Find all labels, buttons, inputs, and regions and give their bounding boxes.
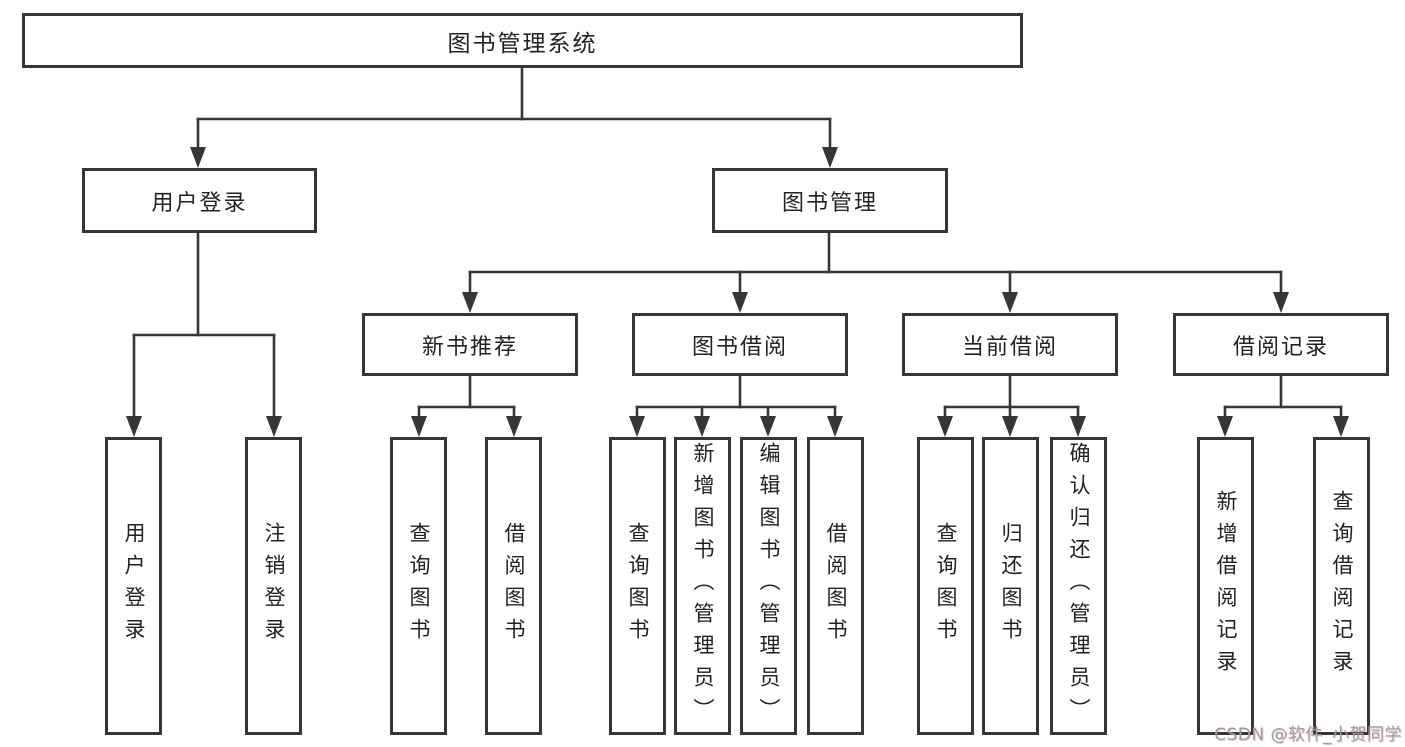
node-label: 图书管理系统	[447, 30, 598, 57]
node-borrow-records: 借阅记录	[1173, 313, 1389, 376]
node-library-management-system: 图书管理系统	[22, 13, 1023, 68]
leaf-confirm-return-admin: 确认归还（管理员）	[1050, 437, 1107, 735]
node-label: 确认归还（管理员）	[1067, 442, 1091, 730]
leaf-edit-book-admin: 编辑图书（管理员）	[740, 437, 797, 735]
leaf-query-books-recommend: 查询图书	[390, 437, 447, 735]
node-book-management: 图书管理	[712, 168, 948, 233]
leaf-query-borrow-record: 查询借阅记录	[1313, 437, 1370, 735]
csdn-watermark: CSDN @软件_小贺同学	[1214, 725, 1402, 745]
leaf-add-borrow-record: 新增借阅记录	[1197, 437, 1254, 735]
leaf-add-book-admin: 新增图书（管理员）	[674, 437, 731, 735]
arrowhead-icons	[126, 147, 1349, 437]
node-label: 图书管理	[781, 190, 878, 216]
node-label: 当前借阅	[961, 334, 1058, 360]
node-label: 新增借阅记录	[1214, 490, 1238, 682]
node-book-borrowing: 图书借阅	[632, 313, 848, 376]
node-user-login-module: 用户登录	[82, 168, 317, 233]
node-label: 用户登录	[122, 522, 146, 650]
node-label: 查询图书	[407, 522, 431, 650]
leaf-logout: 注销登录	[245, 437, 302, 735]
node-current-borrowing: 当前借阅	[902, 313, 1118, 376]
node-label: 新书推荐	[421, 334, 518, 360]
node-label: 图书借阅	[691, 334, 788, 360]
node-label: 新增图书（管理员）	[691, 442, 715, 730]
node-label: 查询图书	[626, 522, 650, 650]
leaf-borrow-book: 借阅图书	[807, 437, 864, 735]
leaf-return-book: 归还图书	[982, 437, 1039, 735]
leaf-user-login: 用户登录	[105, 437, 162, 735]
node-label: 查询图书	[934, 522, 958, 650]
node-new-book-recommend: 新书推荐	[362, 313, 578, 376]
node-label: 归还图书	[999, 522, 1023, 650]
node-label: 借阅记录	[1232, 334, 1329, 360]
node-label: 注销登录	[262, 522, 286, 650]
leaf-query-books-borrowing: 查询图书	[609, 437, 666, 735]
node-label: 查询借阅记录	[1330, 490, 1354, 682]
node-label: 用户登录	[151, 190, 248, 216]
leaf-query-books-current: 查询图书	[917, 437, 974, 735]
node-label: 借阅图书	[502, 522, 526, 650]
leaf-borrow-books-recommend: 借阅图书	[485, 437, 542, 735]
node-label: 编辑图书（管理员）	[757, 442, 781, 730]
node-label: 借阅图书	[824, 522, 848, 650]
